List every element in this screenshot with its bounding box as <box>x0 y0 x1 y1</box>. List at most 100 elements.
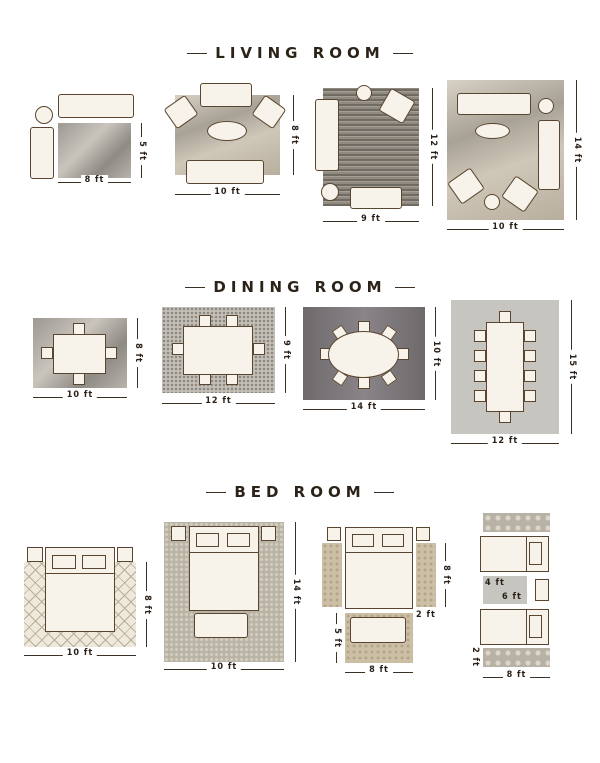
bed-room-title: BED ROOM <box>234 483 366 501</box>
sofa <box>350 617 406 643</box>
sofa <box>350 187 402 209</box>
chair <box>474 390 486 402</box>
chair <box>474 370 486 382</box>
width-dimension: 14 ft <box>303 402 425 414</box>
living-room-heading: LIVING ROOM <box>0 44 600 62</box>
bed-fold-line <box>189 552 259 553</box>
side-table <box>484 194 500 210</box>
width-dimension: 10 ft <box>33 390 127 402</box>
dining-table <box>53 334 106 374</box>
runner-rug <box>416 543 436 607</box>
pillow <box>196 533 219 547</box>
bed-fold-line <box>45 573 115 574</box>
nightstand <box>117 547 133 562</box>
bed-divider <box>526 536 527 572</box>
side-table <box>35 106 53 124</box>
runner-rug <box>322 543 342 607</box>
bed-fold-line <box>345 552 413 553</box>
rug <box>58 123 131 178</box>
dining-table <box>183 326 253 375</box>
heading-dash <box>187 52 208 55</box>
height-dimension: 8 ft <box>440 543 452 607</box>
chair <box>41 347 53 359</box>
pillow <box>52 555 76 569</box>
side-table <box>538 98 554 114</box>
rug <box>164 522 284 662</box>
dining-room-title: DINING ROOM <box>213 278 387 296</box>
sofa <box>315 99 339 171</box>
small-rug-height-label: 4 ft <box>485 578 505 588</box>
chair <box>253 343 265 355</box>
chair <box>524 330 536 342</box>
nightstand <box>27 547 43 562</box>
height-dimension: 9 ft <box>280 307 292 393</box>
width-dimension: 8 ft <box>483 670 550 682</box>
pillow <box>382 534 404 547</box>
height-dimension: 12 ft <box>427 88 439 206</box>
chair <box>499 411 511 423</box>
height-dimension: 14 ft <box>571 80 583 220</box>
sofa <box>186 160 264 184</box>
nightstand <box>416 527 430 541</box>
chair <box>524 390 536 402</box>
sofa <box>200 83 252 107</box>
chair <box>474 350 486 362</box>
loveseat <box>30 127 54 179</box>
heading-dash <box>185 286 206 289</box>
width-dimension: 10 ft <box>447 222 564 234</box>
heading-dash <box>373 491 394 494</box>
width-dimension: 12 ft <box>451 436 559 448</box>
nightstand <box>327 527 341 541</box>
chair <box>474 330 486 342</box>
height-dimension: 8 ft <box>141 562 153 647</box>
height-dimension: 5 ft <box>331 613 343 663</box>
nightstand <box>261 526 276 541</box>
nightstand <box>535 579 549 601</box>
dining-table <box>486 322 524 412</box>
heading-dash <box>206 491 227 494</box>
bench-sofa <box>194 613 248 638</box>
height-dimension: 8 ft <box>132 318 144 388</box>
chair <box>524 370 536 382</box>
width-dimension: 12 ft <box>162 396 275 408</box>
heading-dash <box>394 286 415 289</box>
height-dimension: 10 ft <box>430 307 442 400</box>
height-dimension: 8 ft <box>288 95 300 175</box>
width-dimension: 10 ft <box>24 648 136 660</box>
pillow <box>352 534 374 547</box>
sofa <box>457 93 531 115</box>
small-rug-width-label: 6 ft <box>502 592 522 602</box>
height-dimension: 15 ft <box>566 300 578 434</box>
nightstand <box>171 526 186 541</box>
runner-height-dimension: 2 ft <box>469 643 481 671</box>
dining-room-heading: DINING ROOM <box>0 278 600 296</box>
bed-divider <box>526 609 527 645</box>
pillow <box>82 555 106 569</box>
living-room-title: LIVING ROOM <box>215 44 385 62</box>
coffee-table <box>475 123 510 139</box>
coffee-table <box>207 121 247 141</box>
width-dimension: 8 ft <box>58 175 131 187</box>
chair <box>73 373 85 385</box>
chair <box>358 377 370 389</box>
pillow <box>227 533 250 547</box>
side-table <box>356 85 372 101</box>
runner-rug <box>483 513 550 532</box>
width-dimension: 10 ft <box>164 662 284 674</box>
chair <box>524 350 536 362</box>
height-dimension: 5 ft <box>136 123 148 178</box>
width-dimension: 8 ft <box>345 665 413 677</box>
width-dimension: 10 ft <box>175 187 280 199</box>
bed-room-heading: BED ROOM <box>0 483 600 501</box>
sofa <box>538 120 560 190</box>
oval-dining-table <box>328 331 399 378</box>
pillow <box>529 542 542 565</box>
heading-dash <box>392 52 413 55</box>
side-table <box>321 183 339 201</box>
small-rug <box>483 576 527 604</box>
runner-rug <box>483 648 550 667</box>
gap-label: 2 ft <box>416 610 436 620</box>
sofa <box>58 94 134 118</box>
chair <box>105 347 117 359</box>
width-dimension: 9 ft <box>323 214 419 226</box>
